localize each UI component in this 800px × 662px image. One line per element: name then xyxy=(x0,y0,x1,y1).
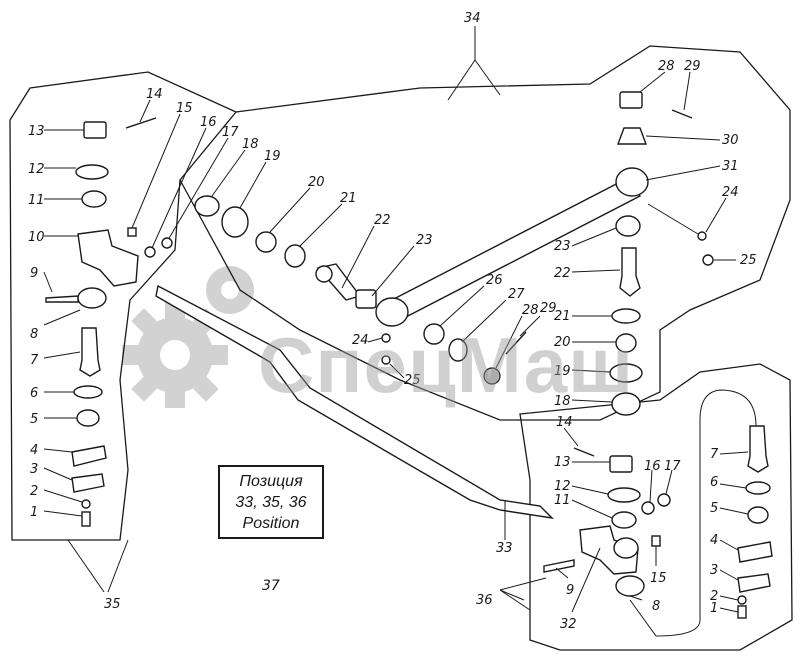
part-number-label: 11 xyxy=(554,493,571,508)
left-parts xyxy=(43,99,229,527)
part-number-label: 31 xyxy=(722,159,739,174)
part-number-label: 9 xyxy=(566,583,574,598)
part-number-label: 2 xyxy=(710,589,718,604)
part-number-label: 24 xyxy=(352,333,369,348)
part-number-label: 15 xyxy=(176,101,193,116)
part-number-label: 25 xyxy=(740,253,757,268)
part-number-label: 6 xyxy=(30,386,38,401)
position-box-line2: 33, 35, 36 xyxy=(235,493,307,511)
part-number-label: 23 xyxy=(416,233,433,248)
part-number-label: 3 xyxy=(30,462,38,477)
top-parts xyxy=(194,149,649,385)
part-number-label: 19 xyxy=(554,364,571,379)
group-35-outline xyxy=(9,71,238,541)
watermark-text: СпецМаш xyxy=(258,321,635,409)
part-number-label: 28 xyxy=(658,59,675,74)
position-box: Позиция 33, 35, 36 Position xyxy=(218,465,324,539)
part-number-label: 17 xyxy=(664,459,681,474)
part-number-label: 13 xyxy=(28,124,45,139)
part-number-label: 5 xyxy=(710,501,718,516)
part-number-label: 26 xyxy=(486,273,503,288)
part-number-label: 23 xyxy=(554,239,571,254)
left-labels: 13 12 11 10 9 8 7 6 5 4 3 2 1 14 15 16 1… xyxy=(28,87,239,520)
group-34-outline xyxy=(179,45,791,421)
part-number-label: 7 xyxy=(710,447,719,462)
right-labels: 28 29 30 31 24 25 23 22 21 20 19 18 xyxy=(554,59,757,409)
part-number-label: 21 xyxy=(340,191,357,206)
part-number-label: 27 xyxy=(508,287,525,302)
part-number-label: 19 xyxy=(264,149,281,164)
part-number-label: 6 xyxy=(710,475,718,490)
part-number-label: 30 xyxy=(722,133,739,148)
part-number-label: 2 xyxy=(30,484,38,499)
part-number-label: 16 xyxy=(200,115,217,130)
part-number-label: 20 xyxy=(308,175,325,190)
position-box-reference: 37 xyxy=(262,578,280,594)
part-number-label: 32 xyxy=(560,617,577,632)
part-number-label: 3 xyxy=(710,563,718,578)
part-number-label: 12 xyxy=(28,162,45,177)
bottom-right-parts xyxy=(499,389,773,637)
top-labels: 18 19 20 21 22 23 24 25 26 27 28 29 xyxy=(242,137,557,388)
label-35: 35 xyxy=(104,597,121,612)
part-number-label: 22 xyxy=(374,213,391,228)
part-number-label: 4 xyxy=(30,443,38,458)
part-number-label: 14 xyxy=(556,415,573,430)
part-number-label: 29 xyxy=(540,301,557,316)
right-parts xyxy=(571,71,736,416)
part-number-label: 14 xyxy=(146,87,163,102)
part-number-label: 1 xyxy=(710,601,718,616)
label-36: 36 xyxy=(476,593,493,608)
part-number-label: 5 xyxy=(30,412,38,427)
label-33: 33 xyxy=(496,541,513,556)
part-number-label: 7 xyxy=(30,353,39,368)
part-number-label: 22 xyxy=(554,266,571,281)
part-number-label: 18 xyxy=(554,394,571,409)
part-number-label: 17 xyxy=(222,125,239,140)
part-number-label: 4 xyxy=(710,533,718,548)
tie-rod-33: 33 xyxy=(155,284,555,556)
part-number-label: 9 xyxy=(30,266,38,281)
label-34: 34 xyxy=(464,11,481,26)
part-number-label: 18 xyxy=(242,137,259,152)
part-number-label: 28 xyxy=(522,303,539,318)
part-number-label: 11 xyxy=(28,193,45,208)
part-number-label: 12 xyxy=(554,479,571,494)
part-number-label: 21 xyxy=(554,309,571,324)
position-box-line3: Position xyxy=(242,514,300,532)
part-number-label: 20 xyxy=(554,335,571,350)
part-number-label: 10 xyxy=(28,230,45,245)
part-number-label: 8 xyxy=(652,599,660,614)
part-number-label: 8 xyxy=(30,327,38,342)
bottom-right-labels: 14 13 12 11 16 17 15 9 8 32 7 6 5 4 3 2 … xyxy=(476,415,719,632)
part-number-label: 24 xyxy=(722,185,739,200)
part-number-label: 29 xyxy=(684,59,701,74)
part-number-label: 25 xyxy=(404,373,421,388)
group-36-outline xyxy=(519,363,793,651)
position-box-line1: Позиция xyxy=(239,472,303,490)
part-number-label: 15 xyxy=(650,571,667,586)
part-number-label: 1 xyxy=(30,505,38,520)
part-number-label: 13 xyxy=(554,455,571,470)
part-number-label: 16 xyxy=(644,459,661,474)
